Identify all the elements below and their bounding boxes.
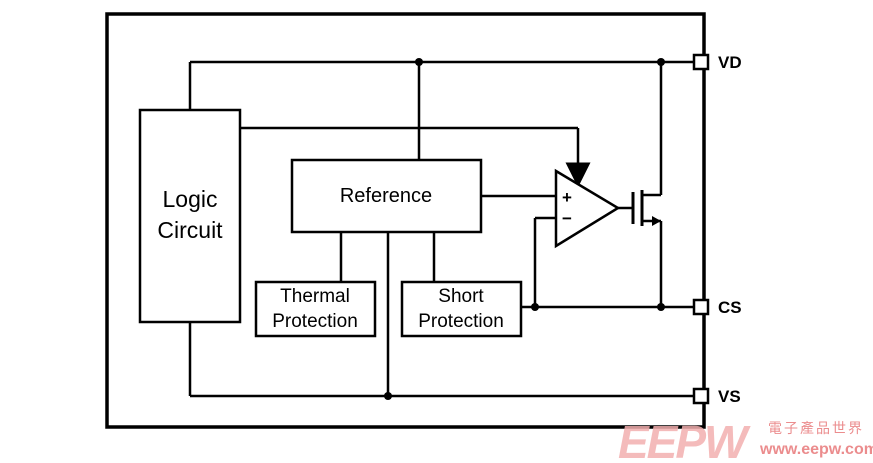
- pin-vd-label: VD: [718, 53, 742, 72]
- watermark-url: www.eepw.com.cn: [759, 441, 873, 458]
- pin-vs-label: VS: [718, 387, 741, 406]
- chip-outline: [105, 12, 706, 429]
- thermal-protection-block: Thermal Protection: [254, 280, 377, 338]
- reference-label: Reference: [340, 185, 432, 207]
- eepw-watermark: EEPW 電子產品世界 www.eepw.com.cn: [618, 416, 873, 463]
- op-amp: + −: [554, 168, 621, 249]
- short-protection-block: Short Protection: [400, 280, 523, 338]
- op-amp-minus-sign: −: [562, 209, 572, 228]
- logic-circuit-block: Logic Circuit: [138, 108, 242, 324]
- thermal-label-line2: Protection: [272, 311, 358, 332]
- short-label-line2: Protection: [418, 311, 504, 332]
- pin-vs: VS: [692, 387, 741, 406]
- watermark-logo: EEPW: [618, 416, 751, 463]
- mosfet-arrow-icon: [652, 216, 661, 226]
- thermal-label-line1: Thermal: [280, 286, 350, 307]
- pin-vd: VD: [692, 53, 742, 72]
- logic-label-line1: Logic: [163, 186, 218, 212]
- short-label-line1: Short: [438, 286, 484, 307]
- watermark-tagline: 電子產品世界: [768, 420, 864, 436]
- logic-label-line2: Circuit: [157, 217, 223, 243]
- pin-cs-label: CS: [718, 298, 742, 317]
- reference-block: Reference: [290, 158, 483, 234]
- mosfet-transistor: [631, 190, 661, 226]
- pin-cs: CS: [692, 298, 742, 317]
- junctions: [384, 58, 665, 400]
- op-amp-plus-sign: +: [562, 188, 572, 207]
